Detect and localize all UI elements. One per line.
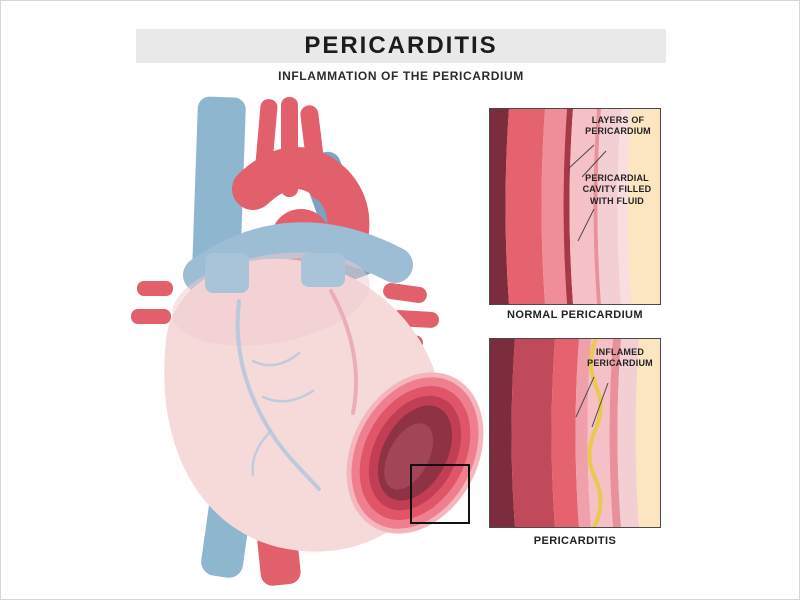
panel-normal-pericardium: LAYERS OF PERICARDIUM PERICARDIAL CAVITY…	[489, 108, 661, 305]
label-leader-lines	[567, 144, 607, 242]
coronary-vessels	[235, 289, 359, 491]
panel-pericarditis: INFLAMED PERICARDIUM	[489, 338, 661, 528]
label-layers-of-pericardium: LAYERS OF PERICARDIUM	[585, 115, 651, 137]
cross-section-inflamed	[490, 339, 660, 527]
cross-section-normal	[490, 109, 660, 304]
title-bar: PERICARDITIS	[136, 29, 666, 63]
inflamed-region	[346, 372, 484, 534]
label-inflamed-pericardium: INFLAMED PERICARDIUM	[587, 347, 653, 369]
label-leader-lines	[575, 376, 609, 428]
caption-normal-pericardium: NORMAL PERICARDIUM	[507, 309, 643, 321]
heart-illustration	[131, 96, 484, 586]
page-subtitle: INFLAMMATION OF THE PERICARDIUM	[278, 69, 524, 83]
zoom-rectangle	[410, 464, 470, 524]
page-title: PERICARDITIS	[304, 32, 498, 59]
vessel-caps	[205, 253, 345, 293]
label-pericardial-cavity: PERICARDIAL CAVITY FILLED WITH FLUID	[582, 173, 652, 206]
caption-pericarditis: PERICARDITIS	[533, 535, 617, 547]
fluid-wave	[587, 339, 603, 527]
